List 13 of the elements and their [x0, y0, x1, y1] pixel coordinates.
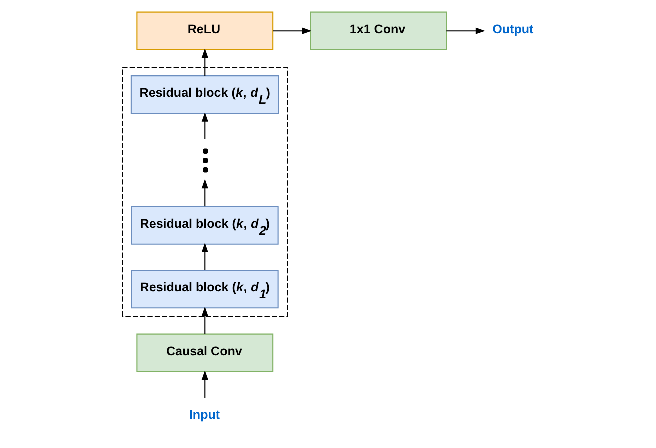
arrow — [201, 112, 208, 140]
arrow — [201, 370, 208, 398]
arrow — [201, 48, 208, 76]
node-box: Causal Conv — [136, 334, 274, 372]
arrow — [201, 179, 208, 207]
arrow — [201, 306, 208, 334]
node-box: 1x1 Conv — [310, 12, 447, 50]
node-text: Output — [492, 22, 534, 36]
arrow — [272, 28, 312, 34]
node-text: Input — [188, 408, 220, 422]
arrow — [446, 28, 485, 34]
node-box: ReLU — [136, 12, 274, 50]
arrow — [201, 243, 208, 270]
